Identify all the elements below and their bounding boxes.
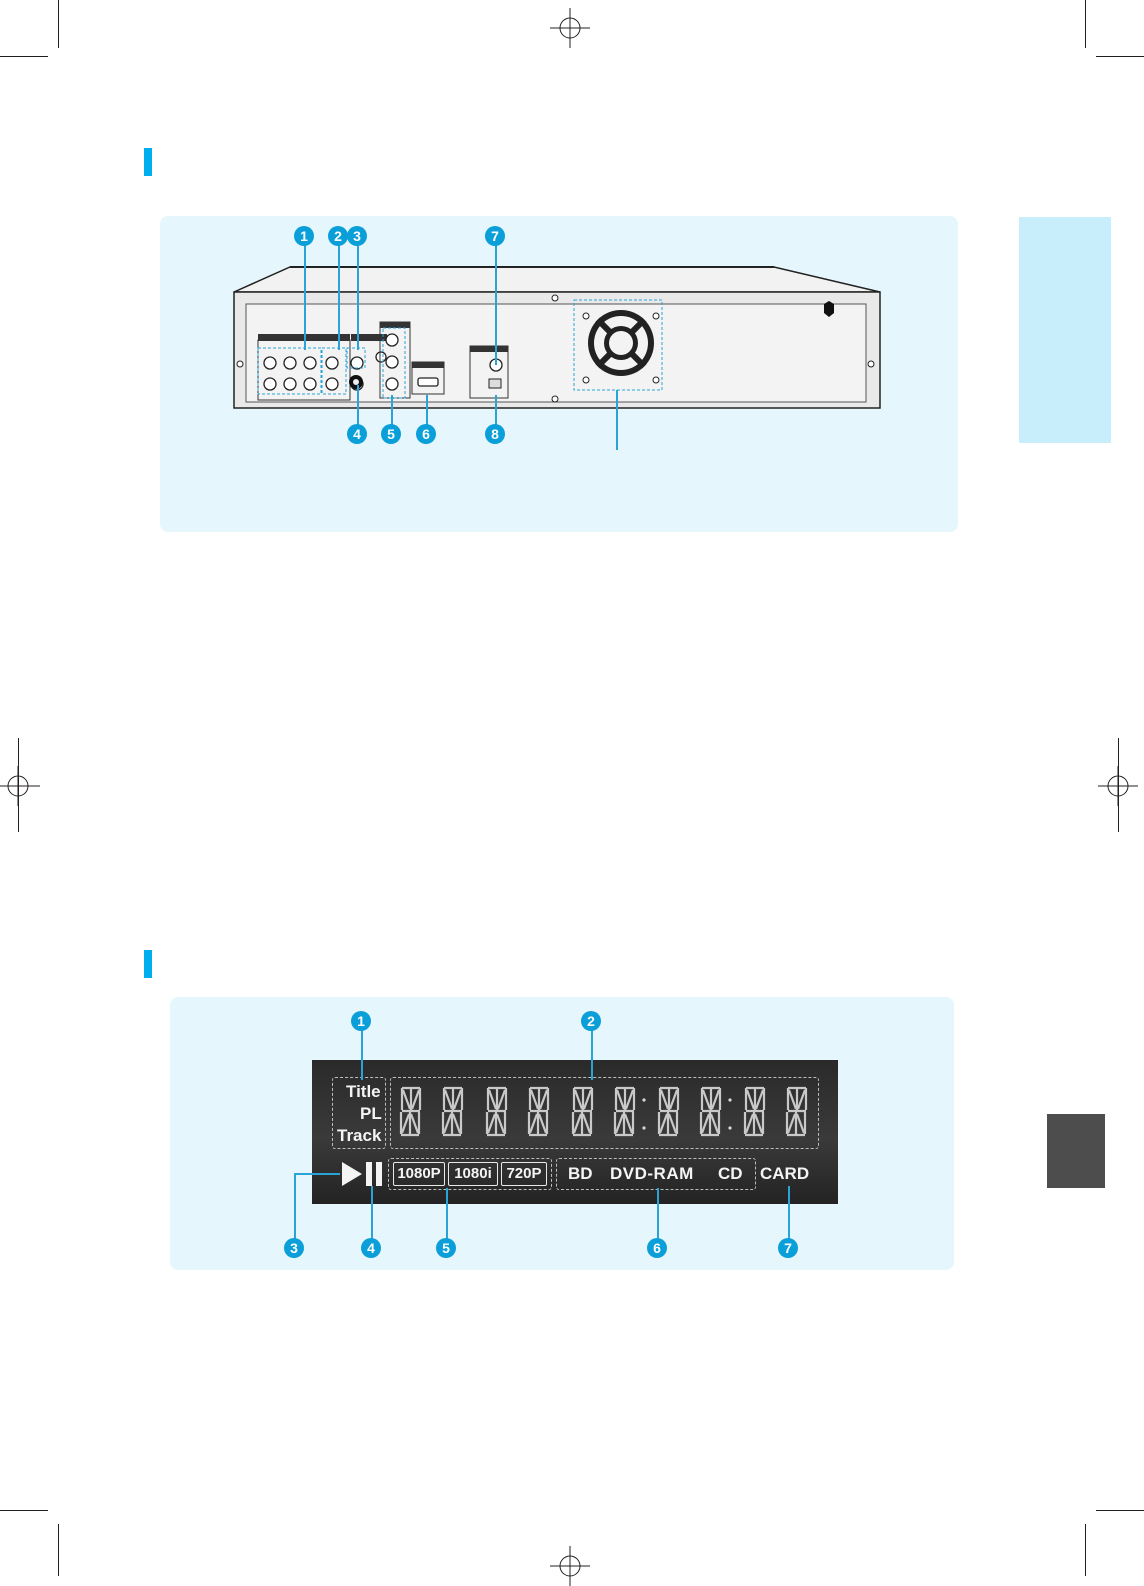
crop-mark xyxy=(1085,0,1086,48)
leader-line xyxy=(371,1186,373,1240)
leader-line xyxy=(361,1028,363,1080)
title-indicator-box xyxy=(332,1077,386,1149)
display-callout-4: 4 xyxy=(361,1238,381,1258)
rear-callout-6: 6 xyxy=(416,424,436,444)
leader-line xyxy=(495,245,497,365)
title-label: Title xyxy=(346,1082,381,1101)
leader-line xyxy=(495,395,497,431)
crop-mark xyxy=(1118,738,1119,832)
crop-mark xyxy=(1085,1524,1086,1576)
res-720p: 720P xyxy=(501,1162,547,1186)
display-callout-6: 6 xyxy=(647,1238,667,1258)
leader-line xyxy=(357,245,359,350)
disc-bd: BD xyxy=(568,1164,593,1183)
rear-callout-5: 5 xyxy=(381,424,401,444)
display-callout-3: 3 xyxy=(284,1238,304,1258)
leader-line xyxy=(616,390,618,450)
pl-label: PL xyxy=(360,1104,382,1123)
leader-line xyxy=(294,1173,340,1175)
side-tab-dark xyxy=(1047,1114,1105,1188)
res-1080p: 1080P xyxy=(393,1162,445,1186)
rear-callout-3: 3 xyxy=(347,226,367,246)
rear-callout-1: 1 xyxy=(294,226,314,246)
res-1080i: 1080i xyxy=(448,1162,498,1186)
resolution-box xyxy=(388,1158,552,1190)
crop-mark xyxy=(1096,1510,1144,1511)
registration-mark xyxy=(0,766,40,806)
section-marker-display xyxy=(144,950,152,978)
crop-mark xyxy=(0,1510,48,1511)
leader-line xyxy=(357,385,359,431)
disc-dvd-ram: DVD-RAM xyxy=(610,1164,694,1183)
leader-line xyxy=(446,1188,448,1240)
crop-mark xyxy=(58,1524,59,1576)
rear-callout-2: 2 xyxy=(328,226,348,246)
display-callout-7: 7 xyxy=(778,1238,798,1258)
registration-mark xyxy=(550,8,590,48)
registration-mark xyxy=(550,1546,590,1586)
side-tab-blue xyxy=(1019,217,1111,443)
display-callout-5: 5 xyxy=(436,1238,456,1258)
segment-display-box xyxy=(390,1077,819,1149)
crop-mark xyxy=(1096,56,1144,57)
pause-icon xyxy=(366,1162,382,1186)
disc-type-box xyxy=(556,1158,756,1190)
display-callout-2: 2 xyxy=(581,1011,601,1031)
rear-panel-illustration xyxy=(233,266,881,409)
crop-mark xyxy=(58,0,59,48)
leader-line xyxy=(338,245,340,350)
rear-callout-8: 8 xyxy=(485,424,505,444)
disc-cd: CD xyxy=(718,1164,743,1183)
leader-line xyxy=(657,1188,659,1240)
leader-line xyxy=(591,1028,593,1080)
rear-callout-4: 4 xyxy=(347,424,367,444)
crop-mark xyxy=(0,56,48,57)
segment-digits xyxy=(399,1086,808,1137)
leader-line xyxy=(304,245,306,350)
leader-line xyxy=(391,395,393,431)
leader-line xyxy=(426,395,428,431)
rear-callout-7: 7 xyxy=(485,226,505,246)
card-indicator: CARD xyxy=(760,1164,810,1183)
crop-mark xyxy=(18,738,19,832)
section-marker-rear xyxy=(144,148,152,176)
track-label: Track xyxy=(337,1126,382,1145)
display-callout-1: 1 xyxy=(351,1011,371,1031)
play-icon xyxy=(342,1162,362,1186)
leader-line xyxy=(788,1186,790,1240)
leader-line xyxy=(294,1174,296,1240)
